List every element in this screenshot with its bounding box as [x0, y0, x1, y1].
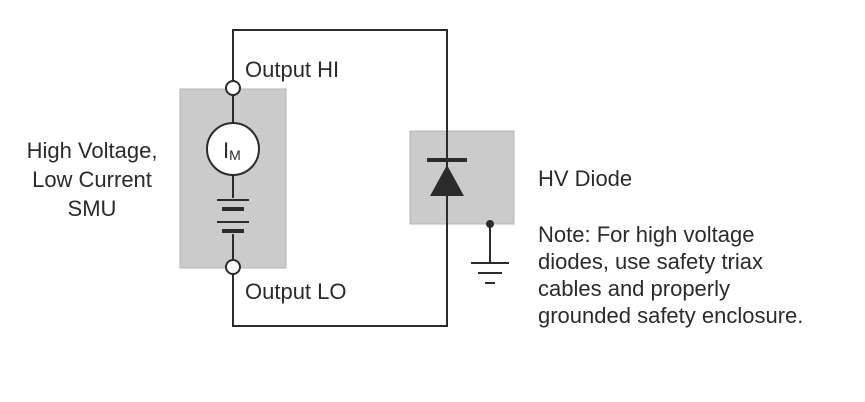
- diode-box: [409, 130, 515, 225]
- battery-symbol: [217, 199, 249, 233]
- ammeter-subscript: M: [229, 147, 241, 163]
- ammeter-symbol: IM: [206, 122, 260, 176]
- ammeter-circle: [206, 122, 260, 176]
- note-line: cables and properly: [538, 276, 730, 301]
- note-line: grounded safety enclosure.: [538, 303, 803, 328]
- smu-label-line: SMU: [68, 196, 117, 221]
- output-hi-label: Output HI: [245, 57, 339, 82]
- smu-label: High Voltage, Low Current SMU: [27, 138, 158, 221]
- output-hi-terminal: [225, 80, 241, 96]
- ground-connection: [486, 220, 494, 262]
- smu-label-line: High Voltage,: [27, 138, 158, 163]
- note-line: diodes, use safety triax: [538, 249, 763, 274]
- ground-icon: [471, 262, 509, 284]
- output-lo-label: Output LO: [245, 279, 347, 304]
- ammeter-symbol-letter: I: [223, 138, 229, 163]
- hv-diode-label: HV Diode: [538, 166, 632, 191]
- svg-text:IM: IM: [223, 138, 241, 163]
- diode-symbol: [427, 158, 467, 196]
- smu-label-line: Low Current: [32, 167, 152, 192]
- note-text: Note: For high voltage diodes, use safet…: [538, 222, 803, 328]
- note-line: Note: For high voltage: [538, 222, 754, 247]
- output-lo-terminal: [225, 259, 241, 275]
